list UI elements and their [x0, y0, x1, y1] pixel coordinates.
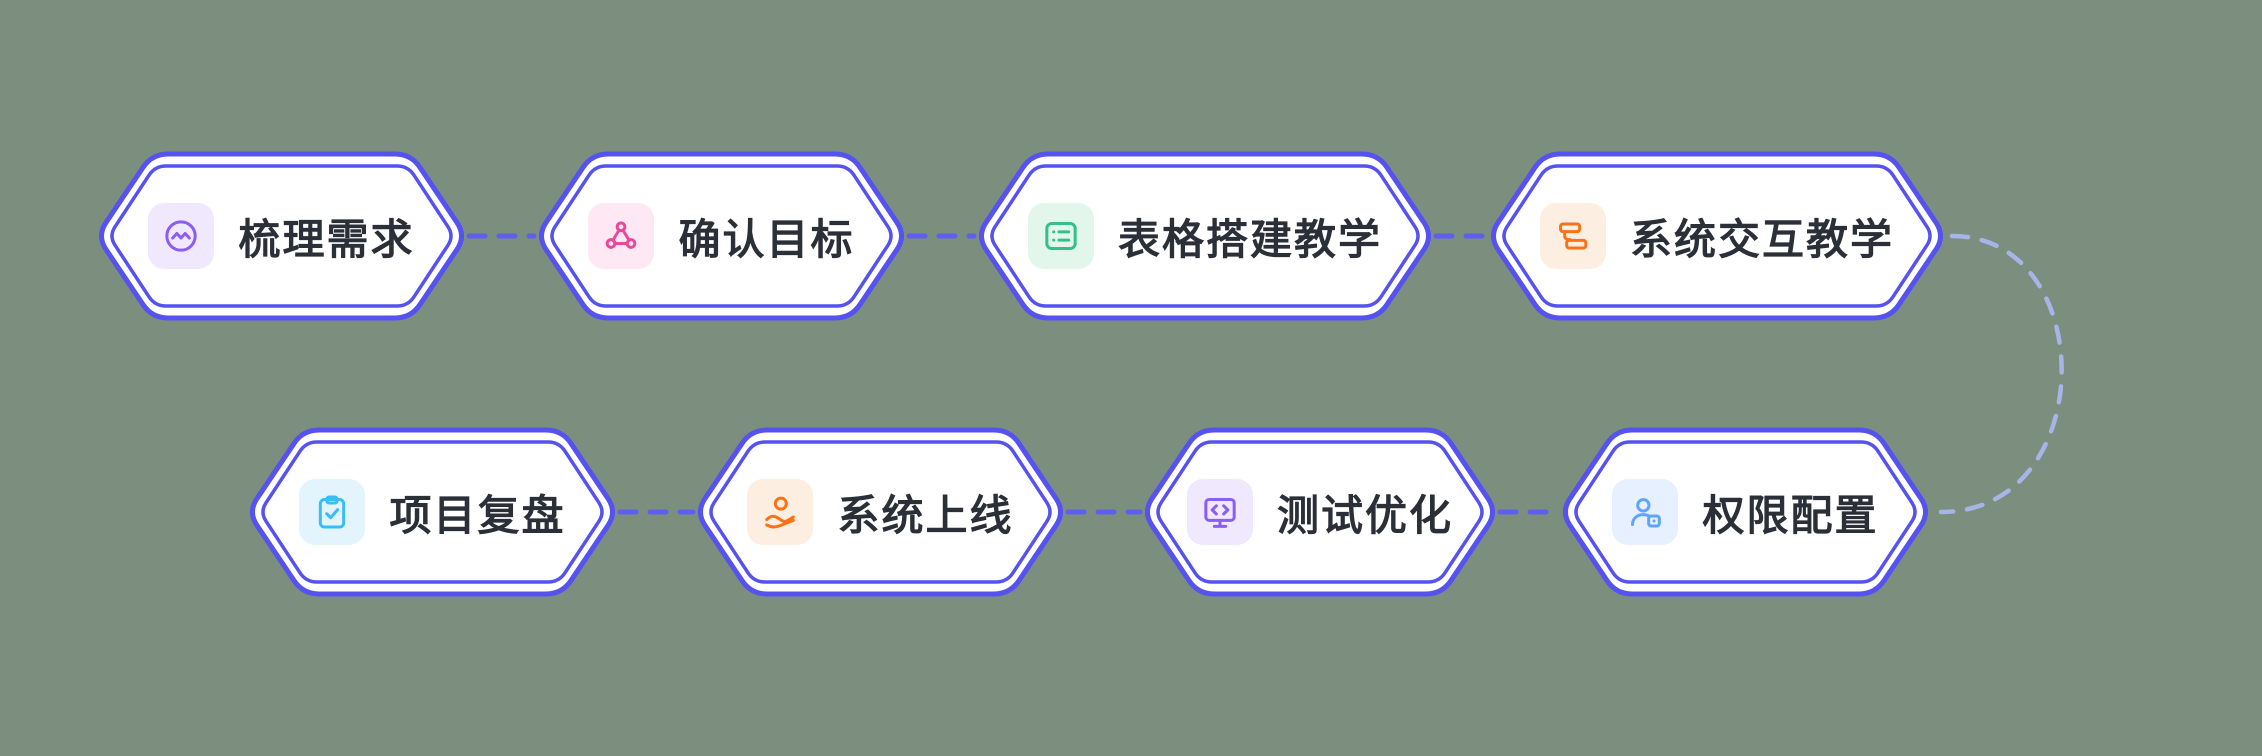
node-shape	[978, 151, 1432, 321]
node-content: 测试优化	[1140, 427, 1500, 597]
code-monitor-icon	[1186, 479, 1253, 545]
node-content: 项目复盘	[245, 427, 620, 597]
node-content: 系统上线	[693, 427, 1068, 597]
hand-coin-icon	[747, 479, 814, 545]
flow-node-interaction-teaching[interactable]: 系统交互教学	[1486, 151, 1948, 321]
node-label: 表格搭建教学	[1117, 215, 1382, 263]
node-shape	[1490, 151, 1944, 321]
node-content: 系统交互教学	[1486, 151, 1948, 321]
flow-node-requirements[interactable]: 梳理需求	[94, 151, 469, 321]
user-permission-icon	[1612, 479, 1679, 545]
workflow-cards-icon	[1539, 203, 1606, 269]
flow-node-table-teaching[interactable]: 表格搭建教学	[974, 151, 1436, 321]
node-label: 系统交互教学	[1629, 215, 1894, 263]
node-shape	[1144, 427, 1496, 597]
clipboard-check-icon	[299, 479, 366, 545]
node-shape	[538, 151, 905, 321]
table-list-icon	[1027, 203, 1094, 269]
network-nodes-icon	[588, 203, 655, 269]
node-label: 测试优化	[1276, 491, 1453, 539]
flow-node-project-review[interactable]: 项目复盘	[245, 427, 620, 597]
node-content: 权限配置	[1558, 427, 1933, 597]
connector-curve	[1938, 233, 2064, 515]
node-label: 系统上线	[837, 491, 1014, 539]
flow-node-test-optimize[interactable]: 测试优化	[1140, 427, 1500, 597]
node-label: 项目复盘	[389, 491, 566, 539]
node-shape	[98, 151, 465, 321]
node-label: 权限配置	[1702, 491, 1879, 539]
node-shape	[697, 427, 1064, 597]
node-content: 确认目标	[534, 151, 909, 321]
mail-wave-icon	[148, 203, 215, 269]
node-content: 梳理需求	[94, 151, 469, 321]
flow-node-goals[interactable]: 确认目标	[534, 151, 909, 321]
node-label: 确认目标	[678, 215, 855, 263]
node-label: 梳理需求	[238, 215, 415, 263]
node-shape	[1562, 427, 1929, 597]
flow-node-system-launch[interactable]: 系统上线	[693, 427, 1068, 597]
flow-node-permission-config[interactable]: 权限配置	[1558, 427, 1933, 597]
node-content: 表格搭建教学	[974, 151, 1436, 321]
node-shape	[249, 427, 616, 597]
